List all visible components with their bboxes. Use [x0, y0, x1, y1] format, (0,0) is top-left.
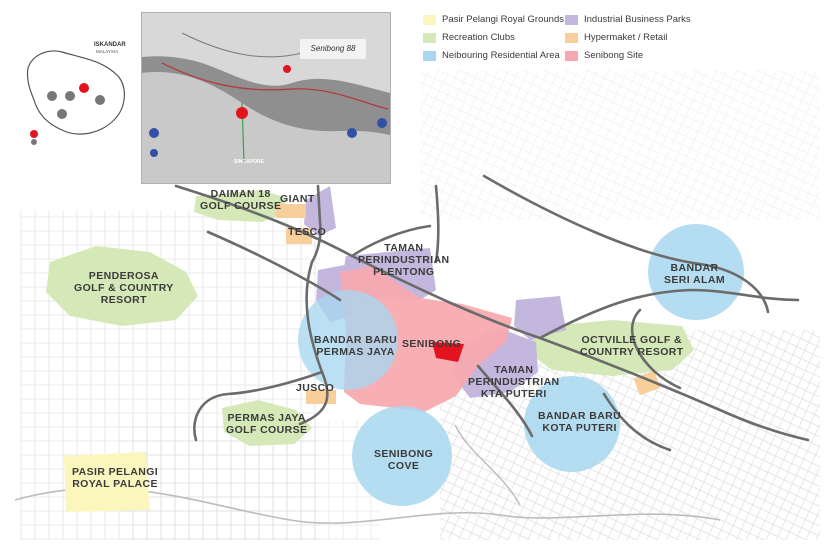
legend-label: Hypermaket / Retail [584, 32, 668, 43]
kota-puteri-residential-circle [524, 376, 620, 472]
iskandar-label: ISKANDAR [94, 42, 126, 48]
seri-alam-residential-circle [648, 224, 744, 320]
road-kota-puteri [476, 364, 534, 438]
inset-brand-logo: Senibong 88 [300, 39, 366, 59]
daiman-18-golf-course-area [194, 190, 286, 222]
road-north-top [434, 184, 440, 264]
legend-item: Industrial Business Parks [565, 14, 691, 25]
industrial-east [514, 296, 566, 340]
legend-item: Hypermaket / Retail [565, 32, 667, 43]
legend-label: Senibong Site [584, 50, 644, 61]
octville-golf-area [528, 320, 694, 376]
pasir-pelangi-royal-area [64, 452, 150, 512]
overview-map: ISKANDAR MALAYSIA [22, 38, 134, 148]
road-north-spur [310, 184, 322, 264]
legend-item: Senibong Site [565, 50, 643, 61]
tesco-label: TESCO [288, 226, 327, 238]
road-northeast [482, 174, 770, 314]
legend-label: Recreation Clubs [442, 32, 515, 43]
tesco-retail-area [286, 228, 312, 244]
permas-jaya-residential-circle [298, 290, 398, 390]
permas-jaya-golf-area [222, 400, 312, 446]
legend-item: Pasir Pelangi Royal Grounds [423, 14, 564, 25]
giant-retail-area [276, 204, 306, 218]
legend-item: Recreation Clubs [423, 32, 515, 43]
road-west-connector [206, 230, 342, 302]
octville-golf-label: OCTVILLE GOLF &COUNTRY RESORT [580, 334, 684, 358]
penderosa-golf-area [46, 246, 198, 326]
road-highway-main [174, 184, 810, 442]
jusco-label: JUSCO [296, 382, 335, 394]
overview-map-graphic [26, 50, 125, 145]
senibong-site-marker [432, 342, 464, 362]
legend-swatch [565, 32, 578, 43]
inset-location-map: Senibong 88 SINGAPORE [141, 12, 391, 184]
inset-singapore-label: SINGAPORE [234, 159, 265, 165]
legend-swatch [423, 32, 436, 43]
senibong-cove-residential-circle [352, 406, 452, 506]
road-south-east [602, 392, 672, 452]
iskandar-sub-label: MALAYSIA [96, 49, 119, 54]
giant-label: GIANT [280, 193, 315, 205]
legend-swatch [423, 50, 436, 61]
road-south-trunk [193, 370, 324, 442]
street-grid-north [420, 70, 820, 220]
legend-item: Neibouring Residential Area [423, 50, 560, 61]
legend-label: Neibouring Residential Area [442, 50, 560, 61]
legend-swatch [423, 14, 436, 25]
road-plentong [350, 224, 432, 258]
map-legend: Pasir Pelangi Royal Grounds Industrial B… [423, 12, 813, 68]
legend-swatch [565, 14, 578, 25]
road-loop-east [630, 308, 682, 390]
river [454, 424, 521, 506]
legend-label: Pasir Pelangi Royal Grounds [442, 14, 564, 25]
senibong-label: SENIBONG [402, 338, 462, 350]
legend-swatch [565, 50, 578, 61]
legend-label: Industrial Business Parks [584, 14, 691, 25]
